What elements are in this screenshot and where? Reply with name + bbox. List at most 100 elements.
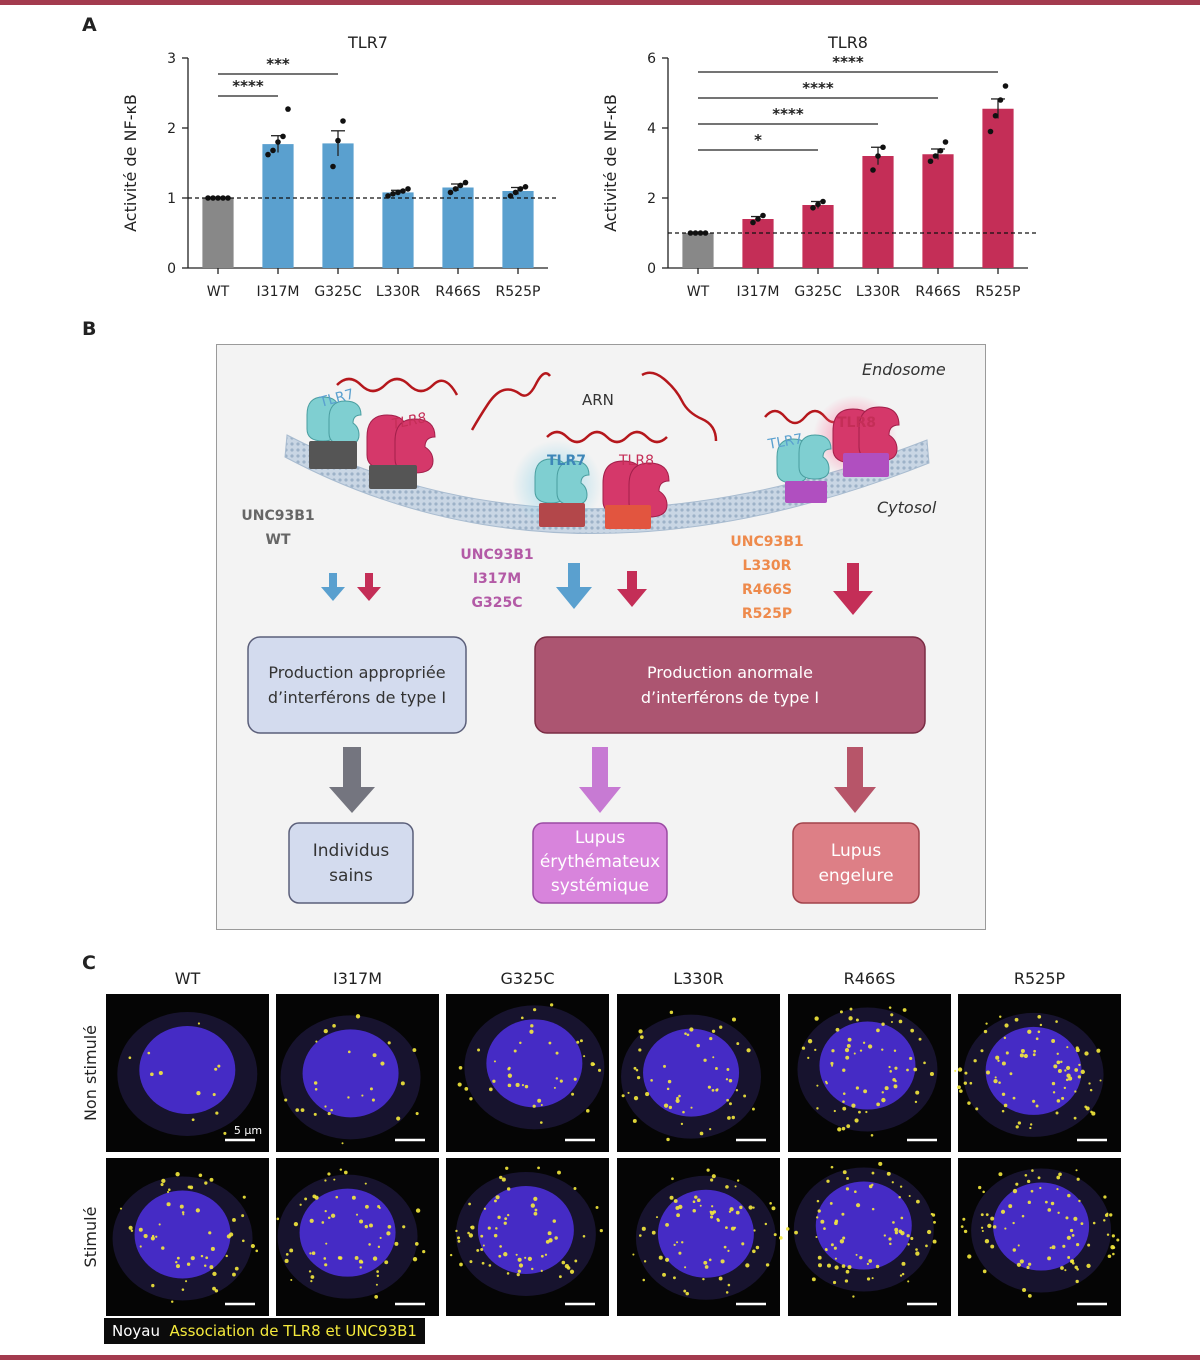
association-dot (457, 1239, 461, 1243)
association-dot (225, 1254, 228, 1258)
association-dot (696, 1198, 701, 1203)
box-normal-production (247, 636, 467, 734)
association-dot (313, 1081, 318, 1085)
association-dot (1053, 1064, 1058, 1069)
association-dot (212, 1093, 216, 1097)
association-dot (1096, 1048, 1101, 1053)
x-tick-label: L330R (376, 284, 421, 300)
association-dot (690, 1106, 693, 1109)
association-dot (699, 1131, 704, 1136)
association-dot (470, 1225, 473, 1229)
association-dot (801, 1046, 806, 1050)
association-dot (863, 1089, 868, 1094)
box-normal-line: Production appropriée (268, 663, 445, 682)
association-dot (733, 1226, 737, 1229)
association-dot (867, 1044, 873, 1049)
chart-title: TLR7 (347, 33, 388, 52)
scale-label: 5 µm (234, 1124, 262, 1137)
association-dot (387, 1224, 392, 1229)
association-dot (361, 1094, 364, 1097)
association-dot (851, 1103, 856, 1108)
association-dot (954, 1069, 957, 1072)
association-dot (1050, 1201, 1055, 1206)
association-dot (161, 1178, 166, 1184)
association-dot (849, 1007, 853, 1011)
association-dot (369, 1087, 373, 1091)
x-tick-label: L330R (856, 284, 901, 300)
significance-label: * (754, 131, 762, 149)
association-dot (457, 1236, 461, 1240)
data-point (330, 163, 336, 170)
association-dot (898, 1019, 903, 1024)
association-dot (1092, 1221, 1096, 1225)
micro-column-label: R466S (844, 969, 896, 988)
association-dot (995, 1055, 1000, 1060)
association-dot (1024, 1173, 1028, 1177)
association-dot (532, 1104, 536, 1108)
bar (742, 219, 774, 268)
bar (382, 192, 414, 268)
association-dot (734, 1185, 737, 1188)
association-dot (673, 1276, 676, 1280)
y-axis-label: Activité de NF-κB (121, 94, 140, 232)
association-dot (284, 1258, 289, 1263)
association-dot (817, 1263, 822, 1268)
association-dot (276, 1217, 280, 1221)
association-dot (214, 1289, 219, 1293)
box-abnormal-line: Production anormale (647, 663, 813, 682)
x-tick-label: WT (207, 284, 230, 300)
bar (802, 205, 834, 268)
association-dot (728, 1079, 733, 1083)
data-point (815, 201, 821, 208)
association-dot (175, 1172, 180, 1177)
association-dot (842, 1092, 846, 1095)
association-dot (664, 1257, 670, 1262)
association-dot (519, 1041, 522, 1045)
association-dot (592, 1063, 596, 1066)
association-dot (1017, 1244, 1020, 1247)
association-dot (841, 1264, 846, 1268)
association-dot (752, 1249, 756, 1254)
cell-nucleus (299, 1188, 396, 1277)
association-dot (1014, 1017, 1019, 1022)
association-dot (962, 1217, 966, 1221)
association-dot (964, 1071, 968, 1075)
association-dot (1004, 1227, 1007, 1230)
association-dot (1000, 1209, 1006, 1214)
association-dot (651, 1230, 656, 1235)
association-dot (414, 1242, 419, 1246)
association-dot (816, 1084, 819, 1087)
association-dot (1047, 1256, 1052, 1261)
association-dot (477, 1048, 481, 1052)
association-dot (694, 1195, 698, 1199)
association-dot (155, 1235, 158, 1238)
box-outcome-chilblain (792, 822, 920, 904)
association-dot (515, 1082, 520, 1088)
receptor-group-chilblain: TLR7 TLR8 (766, 406, 900, 503)
association-dot (914, 1100, 918, 1104)
association-dot (910, 1028, 915, 1033)
association-dot (815, 1216, 819, 1219)
association-dot (128, 1225, 133, 1230)
data-point (285, 106, 291, 112)
association-dot (571, 1092, 575, 1096)
association-dot (1005, 1051, 1009, 1055)
association-dot (866, 1277, 871, 1281)
association-dot (599, 1229, 603, 1233)
bar (502, 191, 534, 268)
tlr8-label: TLR8 (618, 453, 654, 469)
association-dot (497, 1215, 501, 1219)
association-dot (555, 1077, 559, 1080)
association-dot (533, 1196, 538, 1201)
association-dot (1085, 1106, 1090, 1111)
association-dot (506, 1272, 510, 1275)
data-point (390, 191, 396, 197)
association-dot (285, 1253, 289, 1256)
bar (682, 233, 714, 268)
association-dot (1001, 1061, 1006, 1066)
association-dot (1056, 1052, 1059, 1055)
outcome-healthy-line: sains (329, 866, 373, 886)
association-dot (1080, 1069, 1085, 1075)
